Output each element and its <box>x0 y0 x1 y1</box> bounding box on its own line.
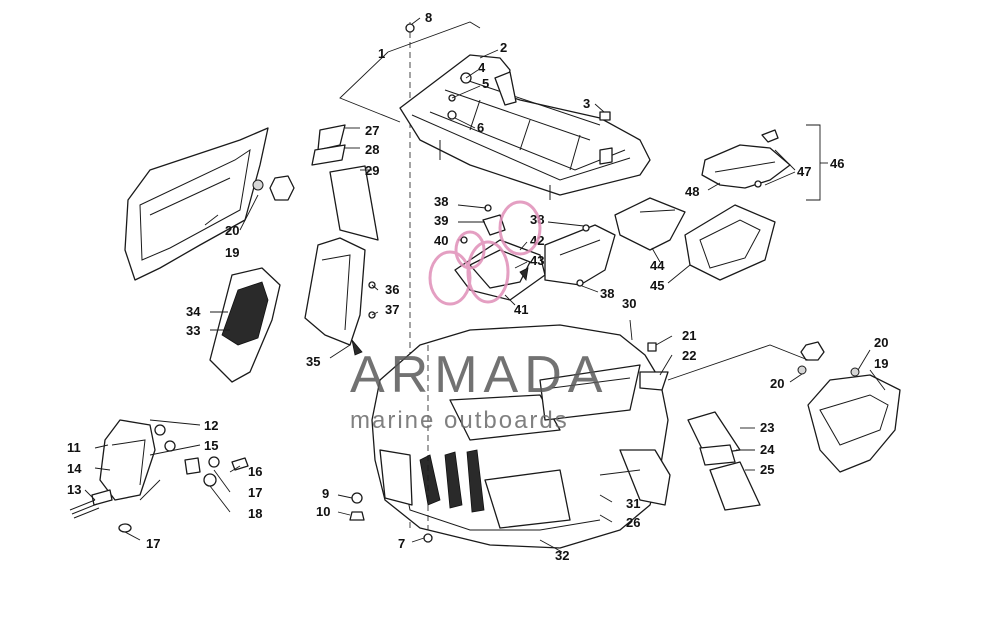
storage-boxes <box>614 197 776 284</box>
callout-2: 2 <box>500 40 507 55</box>
armada-logo-icon <box>428 200 542 306</box>
callout-34: 34 <box>186 304 201 319</box>
right-side-panel <box>667 341 901 473</box>
callout-35: 35 <box>306 354 320 369</box>
callout-18: 18 <box>248 506 262 521</box>
fender-liner <box>304 237 379 359</box>
front-body <box>371 319 671 553</box>
callout-16: 16 <box>248 464 262 479</box>
callout-11: 11 <box>67 440 81 455</box>
callout-6: 6 <box>477 120 484 135</box>
left-side-panel <box>124 127 295 281</box>
callout-14: 14 <box>67 461 82 476</box>
callout-3: 3 <box>583 96 590 111</box>
callout-19a: 19 <box>225 245 239 260</box>
rack-leaders <box>339 17 605 129</box>
callout-47: 47 <box>797 164 811 179</box>
fasteners <box>337 335 673 543</box>
decals-23-25 <box>687 411 761 511</box>
watermark-title: ARMADA <box>350 346 608 404</box>
callout-4: 4 <box>478 60 486 75</box>
grille-panel <box>209 267 281 383</box>
callout-10: 10 <box>316 504 330 519</box>
callout-32: 32 <box>555 548 569 563</box>
callout-38a: 38 <box>434 194 448 209</box>
callout-19b: 19 <box>874 356 888 371</box>
callout-40: 40 <box>434 233 448 248</box>
callout-45: 45 <box>650 278 664 293</box>
headlight-assembly <box>69 419 249 541</box>
callout-7: 7 <box>398 536 405 551</box>
callout-29: 29 <box>365 163 379 178</box>
callout-23: 23 <box>760 420 774 435</box>
tray-assembly <box>701 124 828 201</box>
callout-labels: 1 2 3 4 5 6 7 8 9 10 11 12 13 14 15 16 1… <box>67 10 888 563</box>
callout-31: 31 <box>626 496 640 511</box>
callout-15: 15 <box>204 438 218 453</box>
callout-27: 27 <box>365 123 379 138</box>
callout-48: 48 <box>685 184 699 199</box>
callout-12: 12 <box>204 418 218 433</box>
watermark-subtitle: marine outboards <box>350 407 569 434</box>
decals-27-29 <box>311 124 379 241</box>
callout-28: 28 <box>365 142 379 157</box>
callout-38c: 38 <box>600 286 614 301</box>
callout-30: 30 <box>622 296 636 311</box>
callout-1: 1 <box>378 46 385 61</box>
callout-21: 21 <box>682 328 696 343</box>
callout-9: 9 <box>322 486 329 501</box>
callout-33: 33 <box>186 323 200 338</box>
callout-41: 41 <box>514 302 528 317</box>
callout-46: 46 <box>830 156 844 171</box>
callout-44: 44 <box>650 258 665 273</box>
callout-37: 37 <box>385 302 399 317</box>
callout-39: 39 <box>434 213 448 228</box>
callout-20b: 20 <box>874 335 888 350</box>
callout-25: 25 <box>760 462 774 477</box>
callout-22: 22 <box>682 348 696 363</box>
callout-20a: 20 <box>225 223 239 238</box>
front-rack <box>399 22 651 530</box>
callout-26: 26 <box>626 515 640 530</box>
callout-36: 36 <box>385 282 399 297</box>
callout-17a: 17 <box>248 485 262 500</box>
callout-8: 8 <box>425 10 432 25</box>
callout-5: 5 <box>482 76 489 91</box>
callout-24: 24 <box>760 442 775 457</box>
callout-17b: 17 <box>146 536 160 551</box>
callout-13: 13 <box>67 482 81 497</box>
callout-20c: 20 <box>770 376 784 391</box>
callout-43: 43 <box>530 253 544 268</box>
watermark: ARMADA marine outboards <box>350 200 608 434</box>
